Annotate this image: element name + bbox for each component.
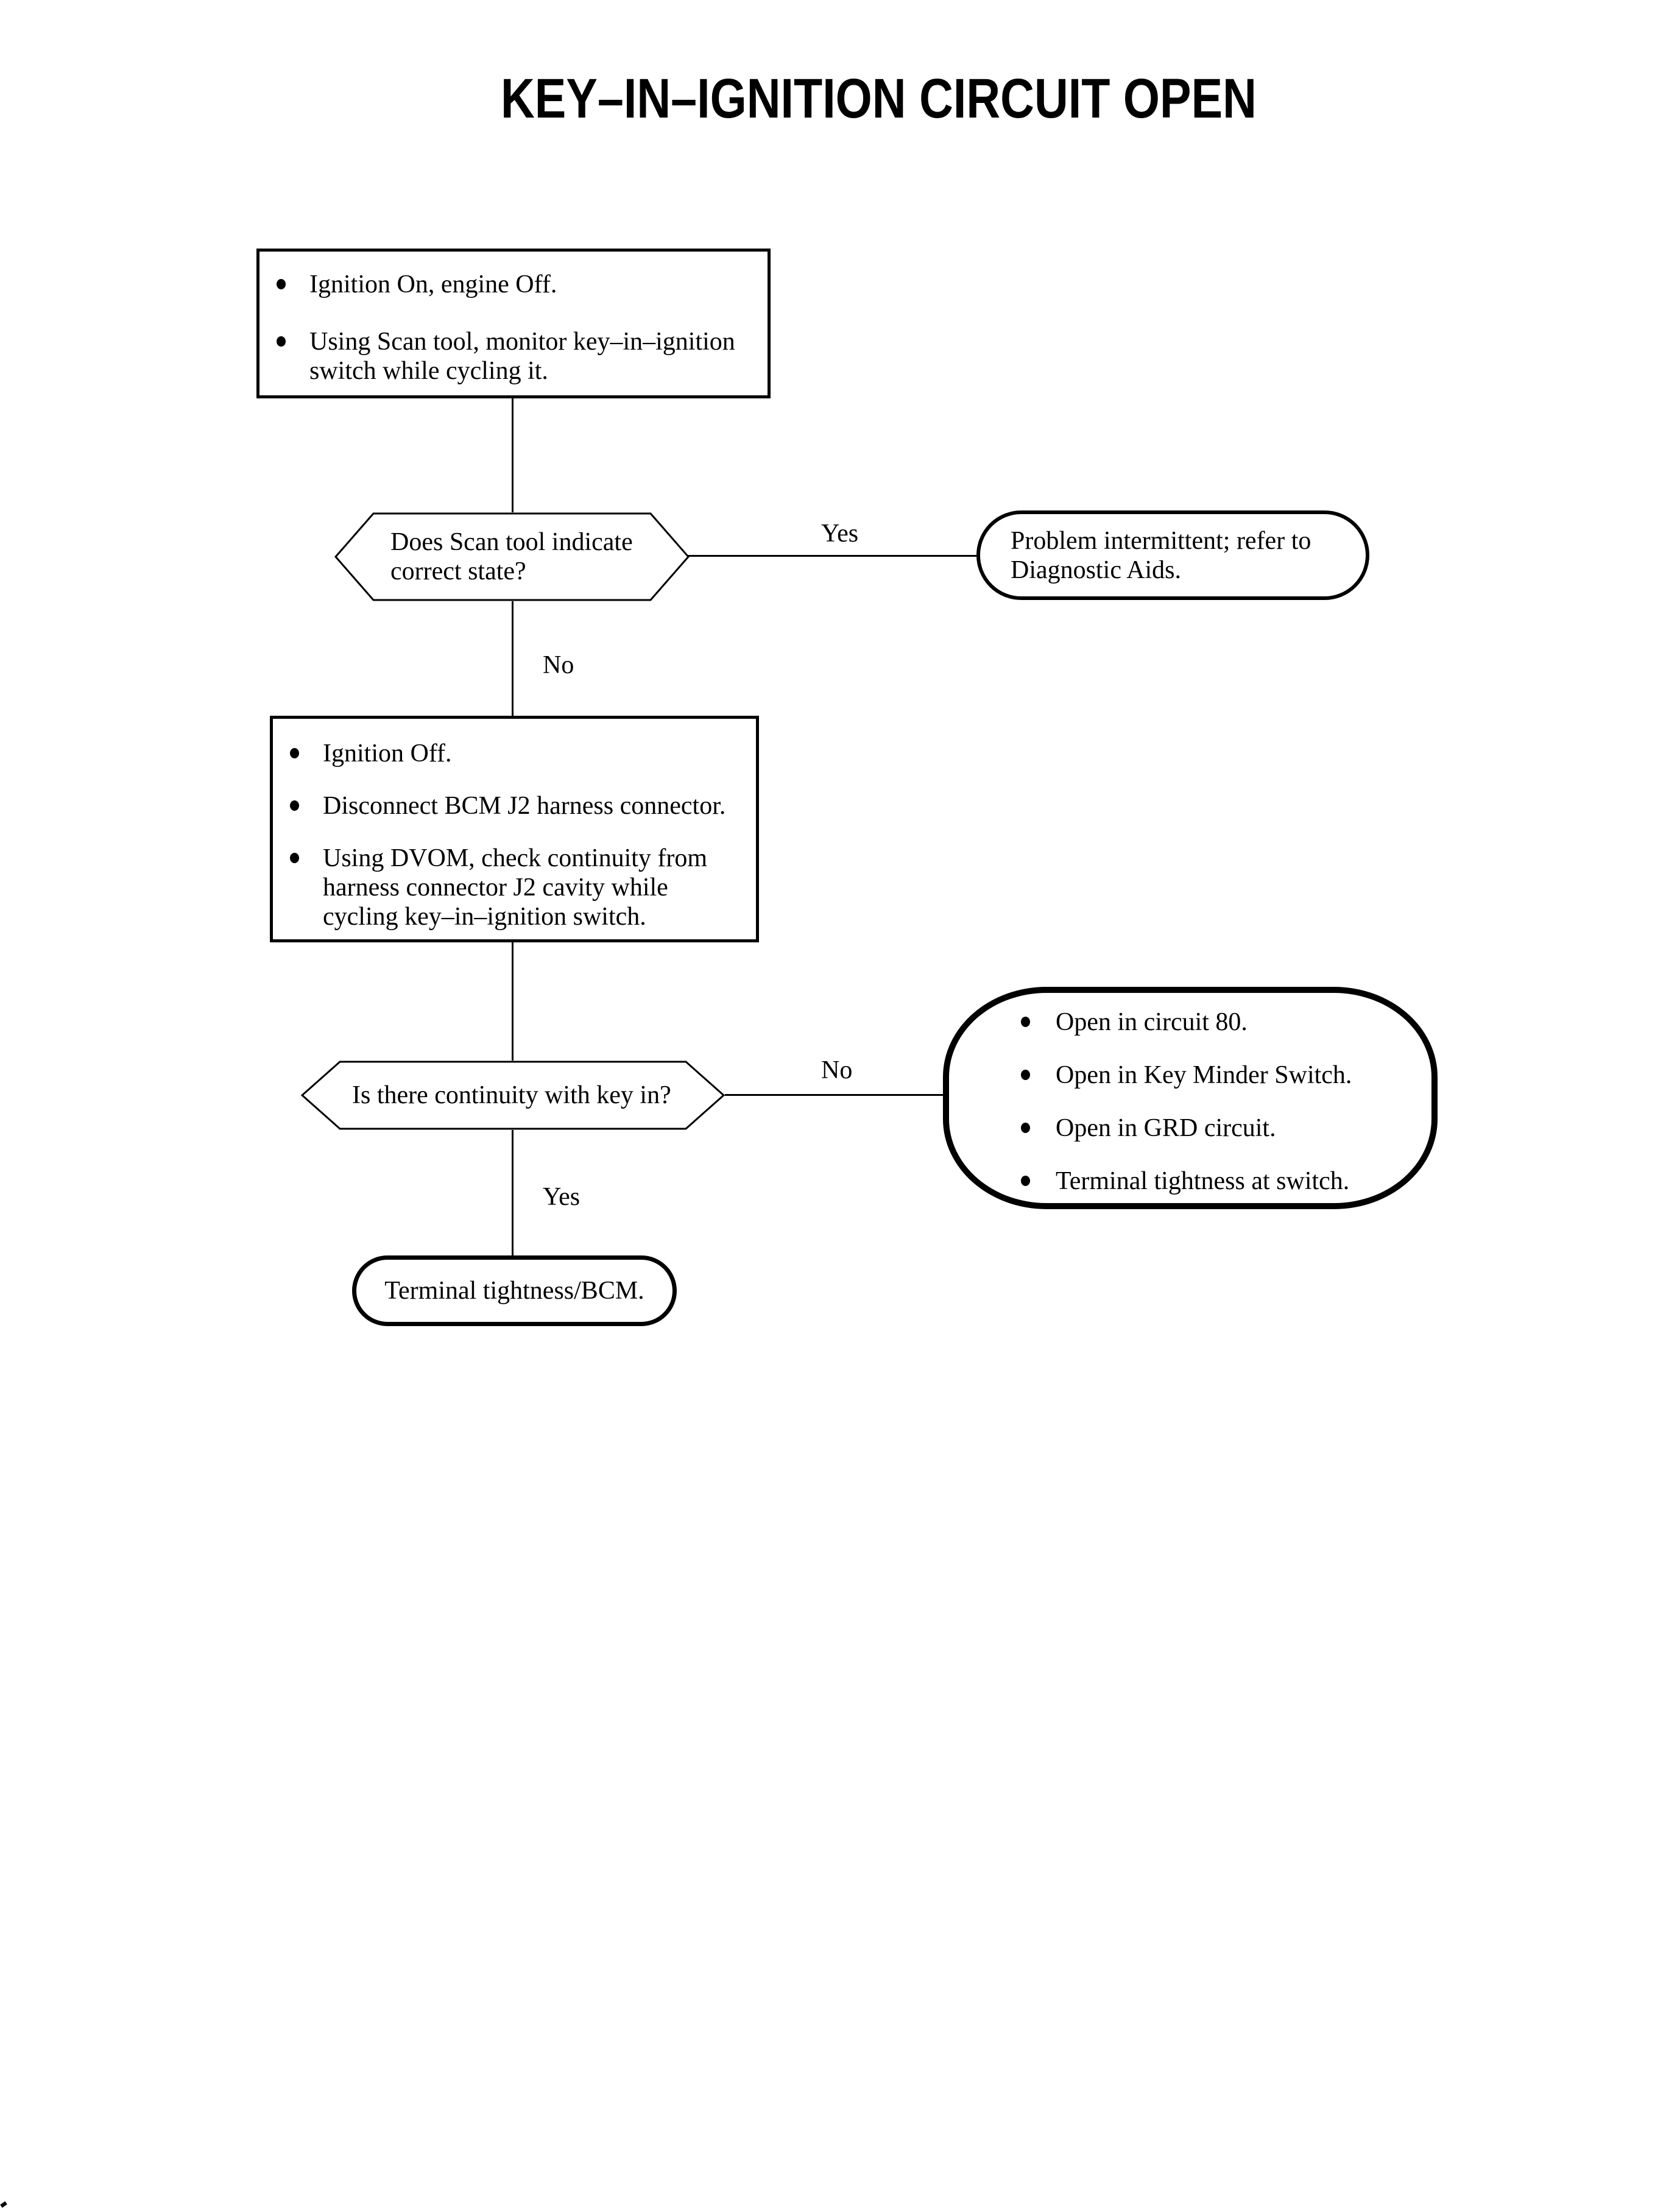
bullet-icon (277, 279, 286, 289)
decision-scan-tool: Does Scan tool indicate correct state? (334, 512, 690, 601)
action-bullet-3-text: Using DVOM, check continuity from harnes… (323, 844, 707, 931)
action-bullet-2: Disconnect BCM J2 harness connector. (290, 791, 747, 821)
hexagon-shape (300, 1061, 725, 1130)
causes-bullet-3-text: Open in GRD circuit. (1056, 1114, 1276, 1143)
terminal-problem-intermittent: Problem intermittent; refer to Diagnosti… (976, 510, 1369, 600)
causes-bullet-3: Open in GRD circuit. (1021, 1114, 1419, 1143)
connector-decision2-no (725, 1094, 943, 1096)
text-line: Terminal tightness at switch. (1056, 1167, 1350, 1195)
causes-bullet-1-text: Open in circuit 80. (1056, 1008, 1248, 1037)
hexagon-shape (334, 512, 690, 601)
edge-no2-label: No (821, 1056, 853, 1084)
text-line: harness connector J2 cavity while (323, 874, 668, 902)
causes-bullet-4-text: Terminal tightness at switch. (1056, 1167, 1349, 1196)
bullet-icon (290, 800, 299, 811)
bullet-icon (1021, 1070, 1030, 1080)
text-line: Open in GRD circuit. (1056, 1114, 1276, 1142)
bullet-icon (277, 336, 286, 347)
action-bullet-1: Ignition Off. (290, 739, 747, 768)
start-bullet-2: Using Scan tool, monitor key–in–ignition… (277, 327, 755, 386)
action-box: Ignition Off. Disconnect BCM J2 harness … (270, 716, 759, 942)
edge-yes2-label: Yes (543, 1183, 581, 1211)
bullet-icon (1021, 1176, 1030, 1186)
text-line: Open in circuit 80. (1056, 1008, 1248, 1036)
text-line: cycling key–in–ignition switch. (323, 903, 646, 931)
flowchart-title: KEY–IN–IGNITION CIRCUIT OPEN (501, 68, 1257, 130)
start-bullet-2-text: Using Scan tool, monitor key–in–ignition… (309, 327, 735, 386)
terminal-tightness-bcm: Terminal tightness/BCM. (352, 1255, 677, 1326)
page-speck-artifact (0, 2201, 7, 2208)
decision-continuity: Is there continuity with key in? (300, 1061, 725, 1130)
connector-start-to-decision1 (512, 398, 514, 512)
text-line: Problem intermittent; refer to (1011, 526, 1311, 555)
causes-bullet-4: Terminal tightness at switch. (1021, 1167, 1419, 1196)
bullet-icon (290, 853, 299, 863)
text-line: Diagnostic Aids. (1011, 556, 1181, 584)
bullet-icon (1021, 1017, 1030, 1027)
action-bullet-2-text: Disconnect BCM J2 harness connector. (323, 791, 725, 821)
text-line: switch while cycling it. (309, 357, 548, 385)
edge-no1-label: No (543, 651, 574, 679)
text-line: Using Scan tool, monitor key–in–ignition (309, 328, 735, 356)
bullet-icon (290, 748, 299, 758)
text-line: Does Scan tool indicate (390, 528, 633, 556)
text-line: Is there continuity with key in? (352, 1081, 671, 1109)
bullet-icon (1021, 1123, 1030, 1133)
text-line: Ignition On, engine Off. (309, 270, 557, 298)
text-line: Open in Key Minder Switch. (1056, 1061, 1352, 1089)
causes-bullet-2-text: Open in Key Minder Switch. (1056, 1061, 1352, 1090)
text-line: correct state? (390, 557, 526, 585)
start-bullet-1: Ignition On, engine Off. (277, 270, 755, 299)
start-box: Ignition On, engine Off. Using Scan tool… (256, 249, 771, 398)
text-line: Using DVOM, check continuity from (323, 844, 708, 872)
start-bullet-1-text: Ignition On, engine Off. (309, 270, 557, 299)
connector-decision1-no (512, 601, 514, 716)
action-bullet-1-text: Ignition Off. (323, 739, 452, 768)
text-line: Terminal tightness/BCM. (384, 1277, 644, 1305)
terminal-tightness-bcm-text: Terminal tightness/BCM. (356, 1260, 672, 1322)
connector-action-to-decision2 (512, 942, 514, 1061)
action-bullet-3: Using DVOM, check continuity from harnes… (290, 844, 747, 931)
decision-continuity-label: Is there continuity with key in? (301, 1061, 725, 1130)
text-line: Ignition Off. (323, 740, 452, 768)
decision-scan-tool-label: Does Scan tool indicate correct state? (334, 512, 690, 601)
causes-bullet-2: Open in Key Minder Switch. (1021, 1061, 1419, 1090)
text-line: Disconnect BCM J2 harness connector. (323, 792, 726, 820)
causes-bullet-1: Open in circuit 80. (1021, 1008, 1419, 1037)
causes-box: Open in circuit 80. Open in Key Minder S… (943, 987, 1438, 1209)
edge-yes1-label: Yes (821, 520, 859, 548)
terminal-problem-intermittent-text: Problem intermittent; refer to Diagnosti… (980, 514, 1366, 596)
connector-decision1-yes (687, 555, 976, 557)
connector-decision2-yes (512, 1130, 514, 1255)
